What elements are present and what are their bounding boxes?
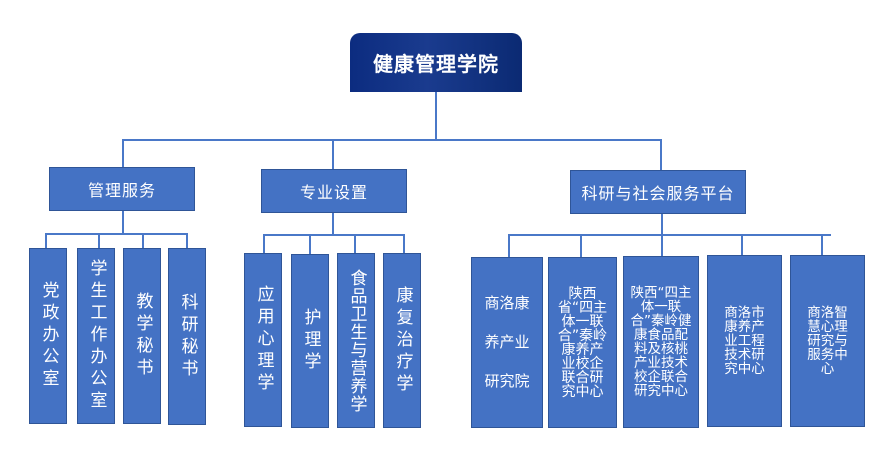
node-label: 教学秘书 [132,292,153,380]
connector-root-down [435,92,437,141]
connector-to-majors [332,139,334,170]
node-qinling-food-walnut-center: 陕西“四主体一联合”秦岭健康食品配料及核桃产业技术校企联合研究中心 [623,256,699,428]
root-node: 健康管理学院 [350,33,522,92]
node-label: 商洛康养产业研究院 [484,294,530,390]
connector-drop [98,233,100,249]
node-label: 管理服务 [87,181,156,200]
connector-drop [354,234,356,254]
node-management-services: 管理服务 [49,167,195,211]
node-label: 应用心理学 [253,285,274,395]
connector-majors-down [332,212,334,235]
connector-level2-bus [122,139,662,141]
node-qinling-health-center: 陕西省“四主体一联合”秦岭康养产业校企联合研究中心 [548,257,617,428]
node-label: 专业设置 [299,183,368,202]
node-label: 食品卫生与营养学 [346,268,367,413]
connector-drop [142,233,144,249]
node-smart-psychology-center: 商洛智慧心理研究与服务中心 [790,255,865,427]
connector-drop [508,234,510,258]
connector-drop [263,234,265,254]
node-label: 学生工作办公室 [86,259,107,413]
connector-drop [186,233,188,249]
node-label: 护理学 [300,308,321,374]
node-label: 商洛市康养产业工程技术研究中心 [724,305,765,377]
node-label: 康复治疗学 [392,285,413,396]
node-label: 陕西省“四主体一联合”秦岭康养产业校企联合研究中心 [557,285,608,400]
root-label: 健康管理学院 [373,52,499,76]
node-shangluo-health-institute: 商洛康养产业研究院 [471,257,543,428]
node-research-platform: 科研与社会服务平台 [570,170,746,214]
connector-drop [821,234,823,258]
node-label: 党政办公室 [38,281,59,391]
node-party-office: 党政办公室 [29,248,67,424]
node-label: 陕西“四主体一联合”秦岭健康食品配料及核桃产业技术校企联合研究中心 [630,285,692,399]
node-rehabilitation: 康复治疗学 [383,253,421,428]
connector-drop [403,234,405,254]
connector-drop [45,233,47,249]
connector-drop [309,234,311,254]
node-label: 商洛智慧心理研究与服务中心 [807,305,848,377]
node-label: 科研秘书 [177,292,198,381]
node-teaching-secretary: 教学秘书 [123,248,161,424]
connector-to-platform [660,139,662,171]
connector-to-management [122,139,124,168]
node-majors: 专业设置 [261,169,407,213]
connector-majors-bus [263,234,405,236]
connector-drop [661,234,663,258]
node-research-secretary: 科研秘书 [168,248,206,425]
node-label: 科研与社会服务平台 [581,184,735,203]
connector-management-down [122,210,124,234]
node-nursing: 护理学 [291,254,329,428]
node-food-hygiene-nutrition: 食品卫生与营养学 [337,253,375,428]
connector-management-bus [45,233,188,235]
node-student-affairs-office: 学生工作办公室 [77,248,115,424]
connector-drop [580,234,582,258]
connector-drop [741,234,743,258]
node-applied-psychology: 应用心理学 [244,253,282,427]
connector-platform-bus [508,234,831,236]
connector-platform-down [661,213,663,235]
node-shangluo-engineering-center: 商洛市康养产业工程技术研究中心 [707,255,782,427]
